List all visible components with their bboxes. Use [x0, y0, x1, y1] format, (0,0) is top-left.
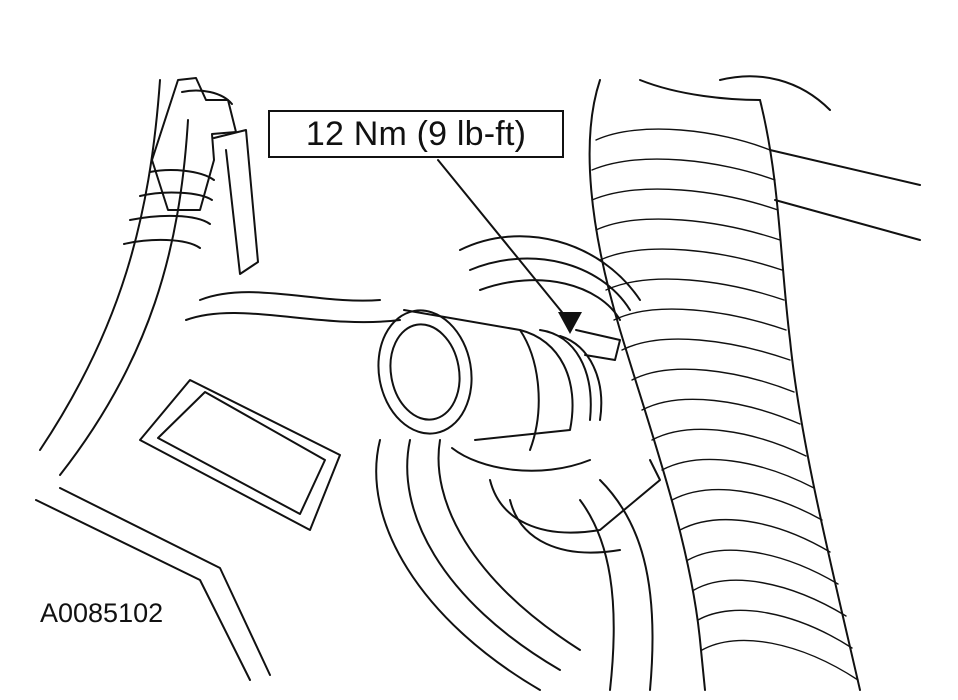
clip-connector [123, 77, 259, 275]
right-panel-line-2 [774, 199, 921, 241]
figure-id-label: A0085102 [40, 598, 164, 628]
left-panel-edge-inner [59, 119, 189, 476]
torque-callout-text: 12 Nm (9 lb-ft) [305, 114, 527, 153]
left-panel-edge [39, 79, 161, 451]
corrugated-hose [588, 75, 861, 691]
hose-fitting [377, 309, 661, 554]
right-panel-line [769, 149, 921, 186]
torque-leader [437, 159, 582, 334]
lower-left-recess [35, 379, 341, 681]
floor-contours [185, 235, 654, 691]
torque-callout-box: 12 Nm (9 lb-ft) [268, 110, 564, 158]
